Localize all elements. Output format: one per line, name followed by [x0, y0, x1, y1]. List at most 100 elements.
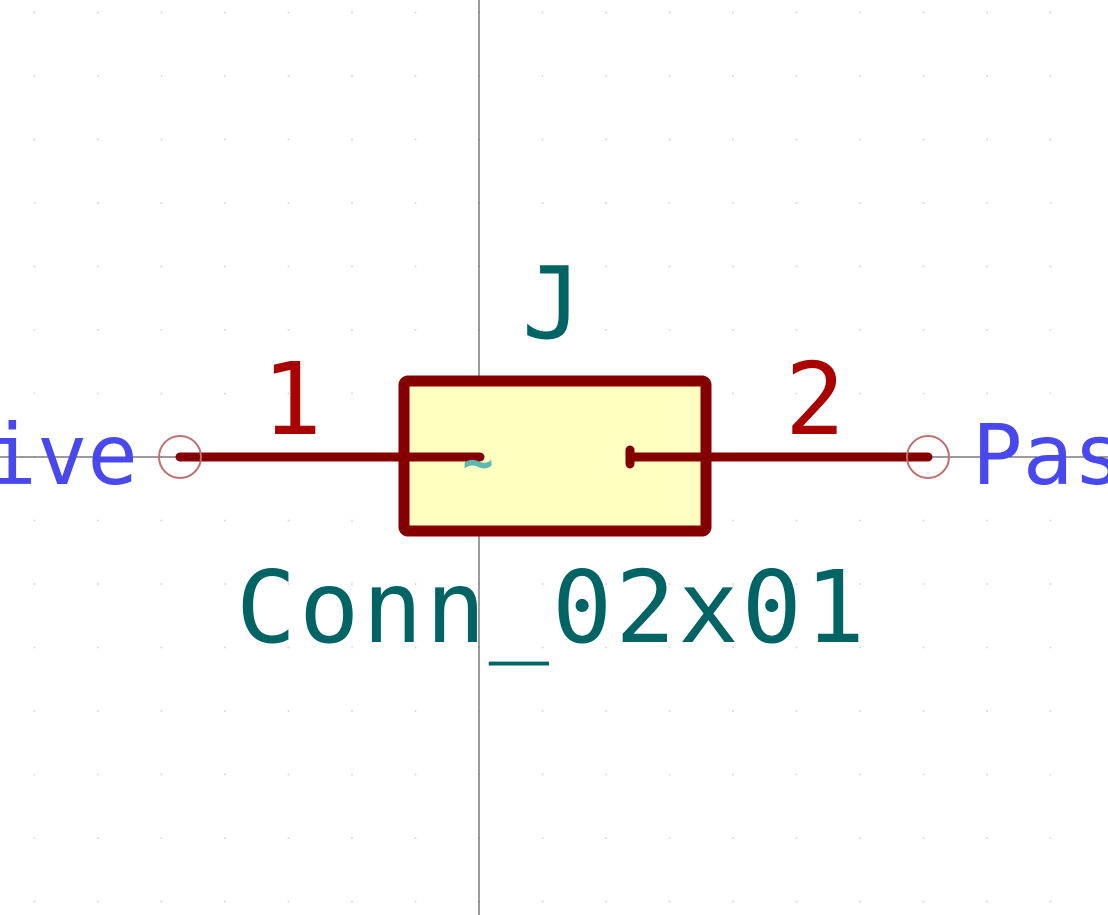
grid-dot — [33, 519, 36, 522]
grid-dot — [986, 710, 988, 712]
grid-dot — [668, 710, 671, 712]
pin-1-endpoint — [158, 435, 202, 479]
grid-dot — [160, 265, 163, 268]
grid-dot — [97, 265, 99, 268]
grid-dot — [541, 583, 544, 585]
pin-2[interactable]: 2 — [625, 341, 950, 479]
grid-dot — [668, 329, 671, 331]
value-field[interactable]: Conn_02x01 — [236, 549, 868, 666]
grid-dot — [33, 837, 36, 839]
grid-dot — [732, 329, 734, 331]
grid-dot — [986, 646, 988, 649]
grid-dot — [287, 329, 290, 331]
grid-dot — [414, 583, 417, 585]
pin-2-type-label: Passive — [972, 406, 1108, 504]
grid-dot — [859, 138, 861, 141]
grid-dot — [732, 138, 734, 141]
grid-dot — [160, 646, 163, 649]
grid-dot — [541, 265, 544, 268]
grid-dot — [986, 329, 988, 331]
grid-dot — [859, 837, 861, 839]
grid-dot — [1049, 519, 1052, 522]
grid-dot — [795, 202, 798, 204]
grid-dot — [287, 11, 290, 14]
grid-dot — [986, 75, 988, 77]
grid-dot — [351, 710, 353, 712]
grid-dot — [541, 710, 544, 712]
pin-2-endpoint — [906, 435, 950, 479]
grid-dot — [541, 138, 544, 141]
grid-dot — [160, 837, 163, 839]
grid-dot — [986, 202, 988, 204]
grid-dot — [351, 11, 353, 14]
grid-dot — [732, 202, 734, 204]
grid-dot — [33, 646, 36, 649]
grid-dot — [986, 138, 988, 141]
pin-1-number: 1 — [262, 341, 322, 458]
grid-dot — [859, 900, 861, 903]
grid-dot — [287, 646, 290, 649]
grid-dot — [33, 75, 36, 77]
grid-dot — [414, 265, 417, 268]
grid-dot — [859, 519, 861, 522]
grid-dot — [922, 900, 925, 903]
grid-dot — [351, 646, 353, 649]
grid-dot — [795, 710, 798, 712]
grid-dot — [795, 519, 798, 522]
pin-1[interactable]: 1 — [158, 341, 485, 479]
grid-dot — [351, 773, 353, 776]
grid-dot — [160, 138, 163, 141]
grid-dot — [414, 329, 417, 331]
grid-dot — [33, 329, 36, 331]
grid-dot — [287, 75, 290, 77]
grid-dot — [160, 519, 163, 522]
grid-dot — [1049, 710, 1052, 712]
grid-dot — [97, 646, 99, 649]
grid-dot — [414, 138, 417, 141]
grid-dot — [351, 138, 353, 141]
reference-field[interactable]: J — [522, 245, 582, 362]
grid-dot — [668, 837, 671, 839]
grid-dot — [668, 11, 671, 14]
grid-dot — [33, 773, 36, 776]
grid-dot — [732, 646, 734, 649]
grid-dot — [414, 646, 417, 649]
grid-dot — [160, 202, 163, 204]
grid-dot — [732, 710, 734, 712]
grid-dot — [986, 900, 988, 903]
grid-dot — [605, 202, 607, 204]
grid-dot — [351, 519, 353, 522]
grid-dot — [541, 11, 544, 14]
grid-dot — [414, 202, 417, 204]
grid-dot — [224, 265, 226, 268]
grid-dot — [224, 11, 226, 14]
grid-dot — [605, 900, 607, 903]
grid-dot — [859, 392, 861, 395]
grid-dot — [351, 837, 353, 839]
grid-dot — [986, 773, 988, 776]
grid-dot — [922, 138, 925, 141]
grid-dot — [1049, 392, 1052, 395]
grid-dot — [859, 329, 861, 331]
grid-dot — [986, 392, 988, 395]
grid-dot — [287, 202, 290, 204]
grid-dot — [605, 75, 607, 77]
grid-dot — [922, 202, 925, 204]
grid-dot — [859, 265, 861, 268]
grid-dot — [33, 138, 36, 141]
grid-dot — [160, 710, 163, 712]
grid-dot — [287, 583, 290, 585]
grid-dot — [795, 837, 798, 839]
grid-dot — [795, 11, 798, 14]
grid-dot — [732, 392, 734, 395]
grid-dot — [732, 75, 734, 77]
grid-dot — [414, 837, 417, 839]
grid-dot — [287, 265, 290, 268]
grid-dot — [859, 583, 861, 585]
grid-dot — [97, 773, 99, 776]
grid-dot — [668, 265, 671, 268]
grid-dot — [33, 900, 36, 903]
grid-dot — [287, 392, 290, 395]
grid-dot — [414, 773, 417, 776]
